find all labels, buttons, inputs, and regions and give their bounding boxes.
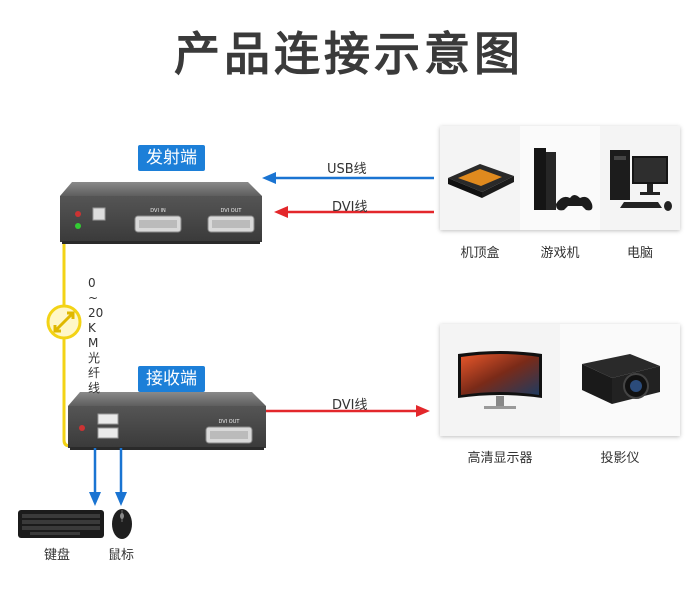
dvi-cable-label-top: DVI线: [332, 200, 368, 215]
dvi-in-arrow: [274, 206, 434, 218]
projector-icon: [582, 354, 660, 404]
source-device-label-2: 游戏机: [540, 246, 580, 261]
usb-arrow: [262, 172, 434, 184]
mouse-label: 鼠标: [108, 548, 135, 563]
source-device-label-3: 电脑: [626, 246, 653, 261]
monitor-icon: [458, 351, 542, 409]
source-devices-panel: [440, 126, 680, 230]
dvi-cable-label-bottom: DVI线: [332, 398, 368, 413]
rx-port-dvi-out: DVI OUT: [219, 419, 241, 425]
keyboard-icon: [18, 510, 104, 538]
page-title: 产品连接示意图: [174, 27, 524, 81]
game-console-cell: [520, 126, 600, 230]
receiver-tag: 接收端: [138, 366, 205, 392]
dvi-out-arrow: [266, 405, 430, 417]
receiver-device: [68, 392, 266, 450]
keyboard-label: 键盘: [44, 548, 71, 563]
source-device-label-1: 机顶盒: [460, 246, 500, 261]
computer-icon: [610, 150, 672, 211]
usb-cable-label: USB线: [327, 162, 367, 177]
tx-port-dvi-out: DVI OUT: [221, 208, 243, 214]
mouse-icon: [112, 509, 132, 539]
set-top-box-icon: [448, 164, 514, 198]
fiber-cable-label: 0~20KM光纤线: [88, 276, 104, 395]
keyboard-arrow: [89, 448, 101, 506]
display-device-label-1: 高清显示器: [467, 451, 533, 466]
set-top-box-cell: [440, 126, 520, 230]
computer-cell: [600, 126, 680, 230]
game-console-icon: [534, 148, 593, 211]
transmitter-tag: 发射端: [138, 145, 205, 171]
transmitter-device: [60, 182, 262, 244]
projector-cell: [560, 324, 680, 436]
tx-port-dvi-in: DVI IN: [150, 208, 166, 214]
fiber-coupler-icon: [46, 304, 82, 340]
mouse-arrow: [115, 448, 127, 506]
monitor-cell: [440, 324, 560, 436]
display-device-label-2: 投影仪: [600, 451, 640, 466]
display-devices-panel: [440, 324, 680, 436]
